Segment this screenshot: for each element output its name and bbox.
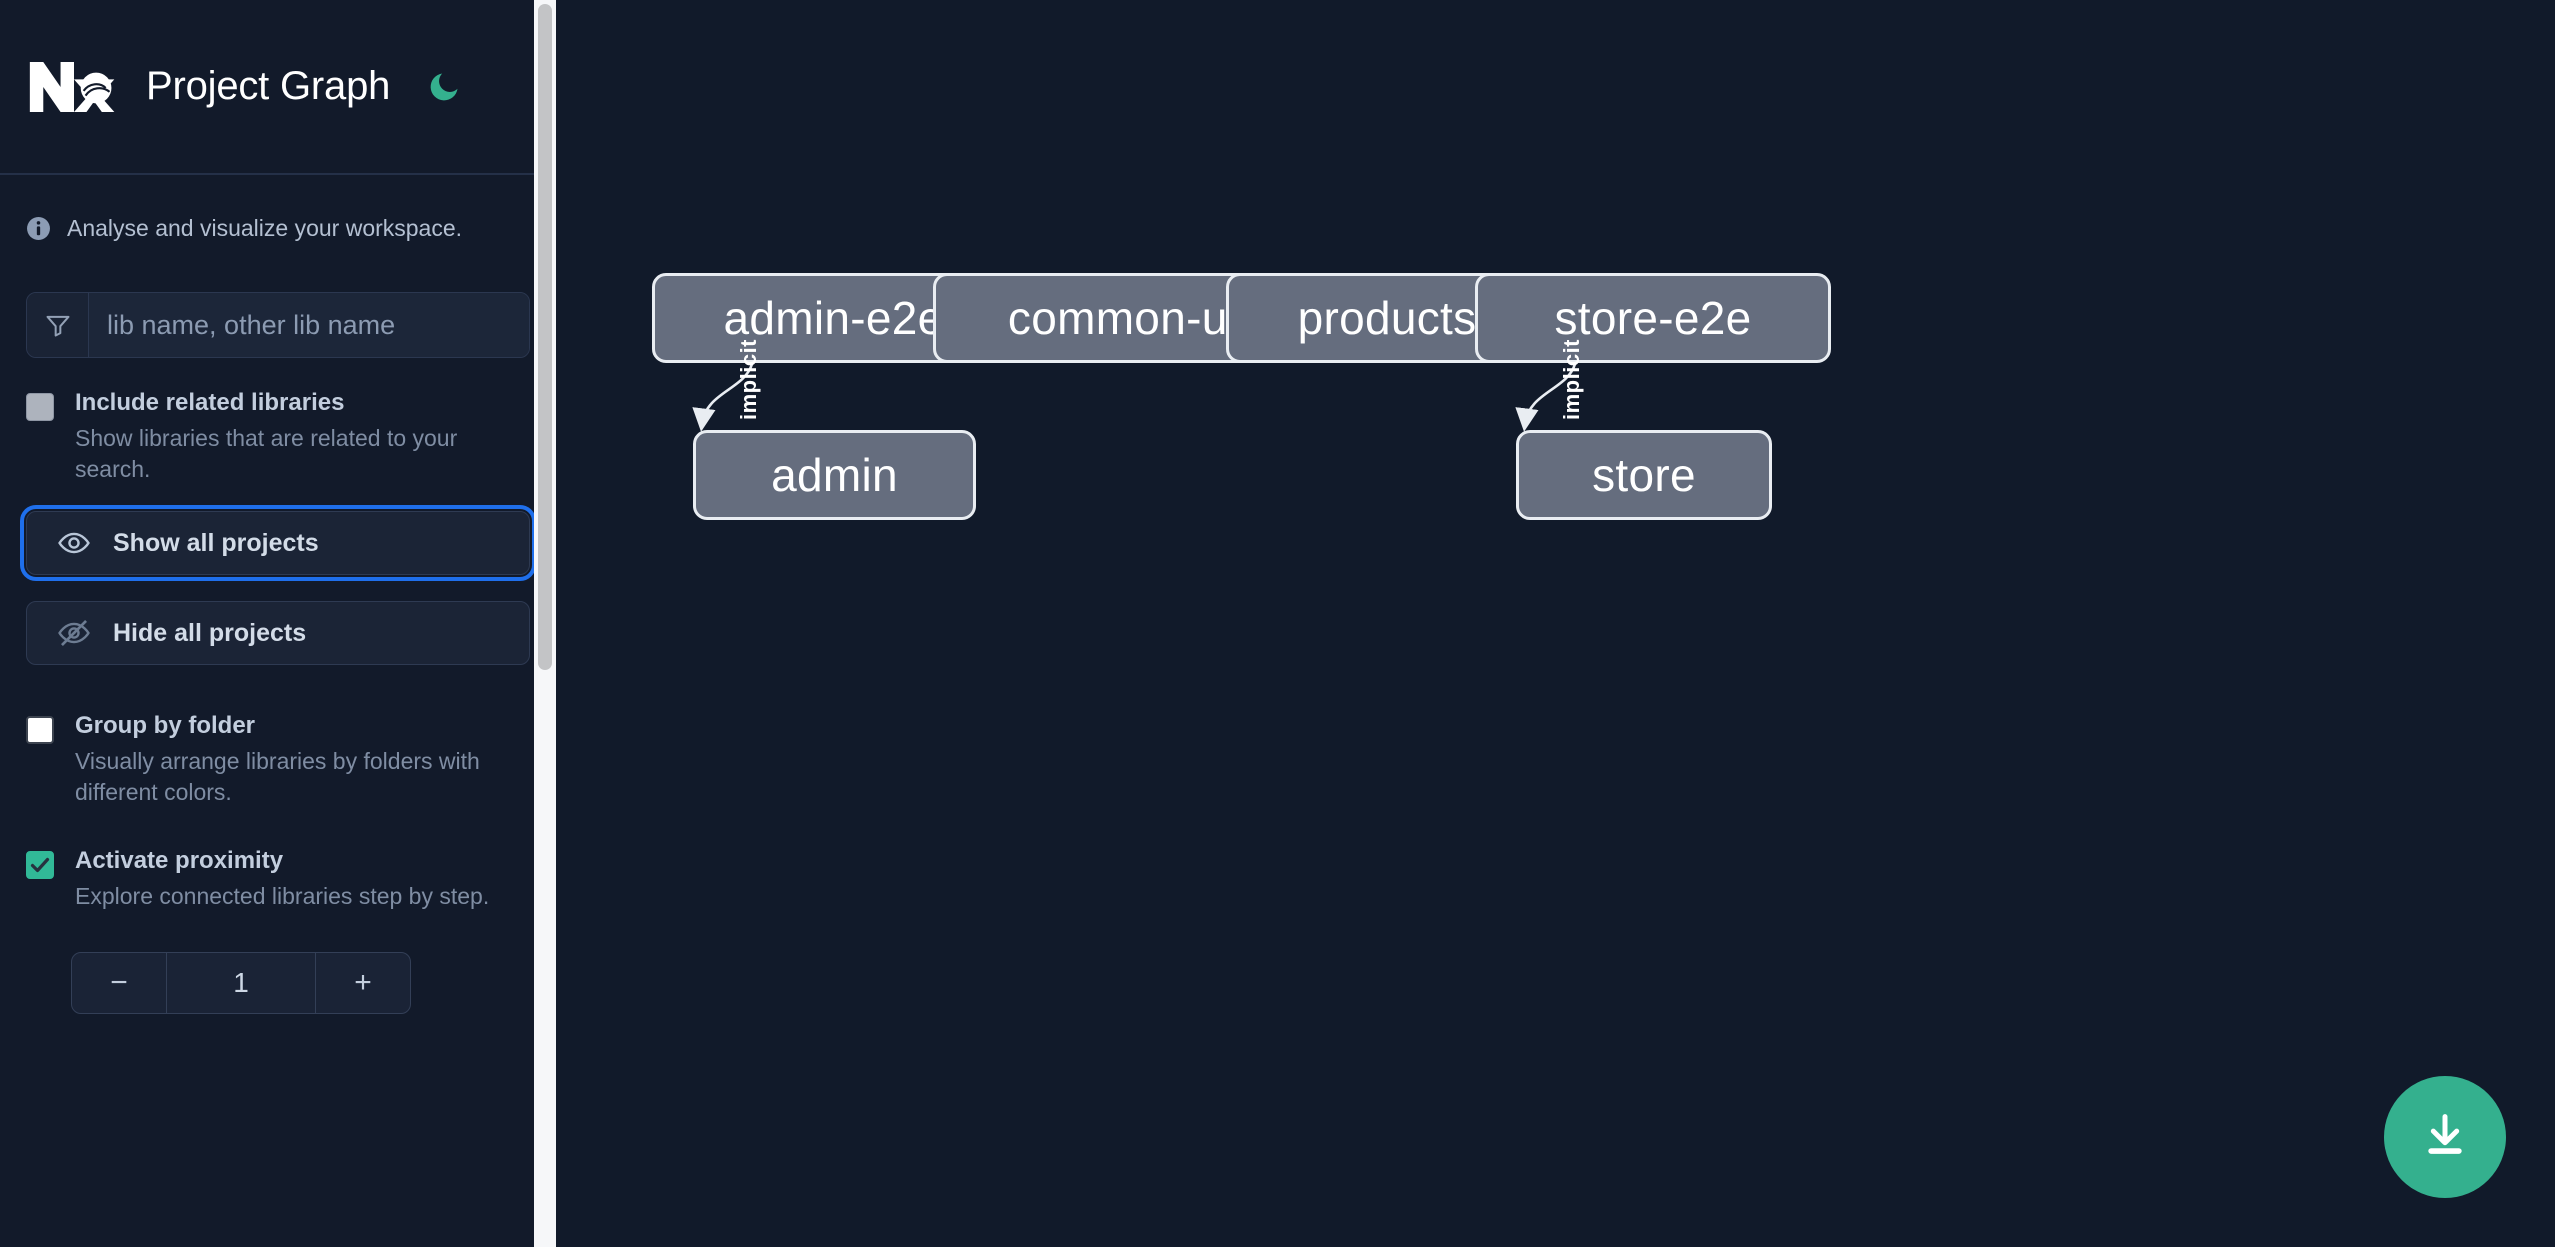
stepper-value: 1 xyxy=(233,967,249,998)
option-group-by-folder[interactable]: Group by folder Visually arrange librari… xyxy=(26,711,530,808)
download-icon xyxy=(2419,1109,2471,1166)
sidebar-scrollbar[interactable] xyxy=(534,0,556,1247)
hide-all-projects-button[interactable]: Hide all projects xyxy=(26,601,530,665)
edge-label-store-implicit: implicit xyxy=(1559,338,1584,420)
sidebar: Project Graph Analyse and visualize your… xyxy=(0,0,556,1247)
option-description: Visually arrange libraries by folders wi… xyxy=(75,748,480,805)
page-title: Project Graph xyxy=(146,64,391,108)
graph-node-store-e2e[interactable]: store-e2e xyxy=(1475,273,1831,363)
graph-node-label: admin-e2e xyxy=(723,292,944,344)
option-description: Explore connected libraries step by step… xyxy=(75,883,490,909)
show-all-projects-label: Show all projects xyxy=(113,528,319,557)
info-icon xyxy=(26,216,51,241)
tagline-text: Analyse and visualize your workspace. xyxy=(67,215,463,241)
stepper-decrement-button[interactable]: − xyxy=(72,953,167,1013)
option-include-related-libraries[interactable]: Include related libraries Show libraries… xyxy=(26,388,530,485)
sidebar-scrollbar-thumb[interactable] xyxy=(538,4,552,670)
checkbox-include-related-libraries[interactable] xyxy=(26,393,54,421)
graph-node-label: common-ui xyxy=(1007,292,1239,344)
graph-canvas[interactable]: admin-e2e admin common-ui products store… xyxy=(556,0,2555,1247)
proximity-stepper: − 1 + xyxy=(71,952,411,1014)
tagline: Analyse and visualize your workspace. xyxy=(26,215,530,242)
sidebar-body: Analyse and visualize your workspace. In… xyxy=(0,215,556,1014)
hide-all-projects-label: Hide all projects xyxy=(113,618,307,647)
search-input[interactable] xyxy=(89,293,529,357)
stepper-increment-button[interactable]: + xyxy=(315,953,410,1013)
moon-icon[interactable] xyxy=(422,65,466,109)
eye-slash-icon xyxy=(57,616,91,650)
download-graph-button[interactable] xyxy=(2384,1076,2506,1198)
show-all-projects-button[interactable]: Show all projects xyxy=(20,505,536,581)
option-activate-proximity[interactable]: Activate proximity Explore connected lib… xyxy=(26,846,530,912)
filter-icon[interactable] xyxy=(27,293,89,357)
option-description: Show libraries that are related to your … xyxy=(75,425,458,482)
graph-edges xyxy=(692,363,1577,432)
sidebar-header: Project Graph xyxy=(0,0,556,175)
option-title: Include related libraries xyxy=(75,389,345,416)
graph-node-store[interactable]: store xyxy=(1516,430,1772,520)
option-title: Group by folder xyxy=(75,712,255,739)
option-title: Activate proximity xyxy=(75,847,284,874)
graph-node-label: admin xyxy=(771,449,898,501)
edge-label-admin-implicit: implicit xyxy=(736,338,761,420)
checkbox-group-by-folder[interactable] xyxy=(26,716,54,744)
eye-icon xyxy=(57,526,91,560)
graph-node-label: store xyxy=(1592,449,1696,501)
graph-node-label: products xyxy=(1297,292,1477,344)
checkbox-activate-proximity[interactable] xyxy=(26,851,54,879)
search-bar xyxy=(26,292,530,358)
nx-logo-icon xyxy=(26,55,122,119)
graph-node-admin[interactable]: admin xyxy=(693,430,976,520)
graph-node-label: store-e2e xyxy=(1554,292,1752,344)
